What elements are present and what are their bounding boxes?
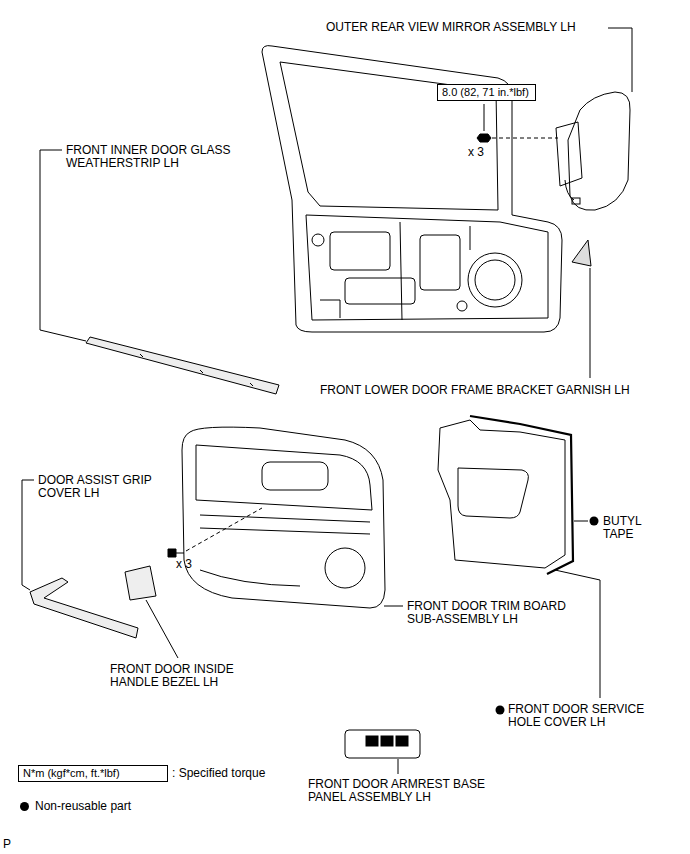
- speaker-hole: [468, 253, 522, 307]
- front-door-panel: [262, 46, 562, 332]
- trim-handle-opening: [262, 462, 328, 490]
- speaker-hole: [475, 260, 515, 300]
- leader-line: [608, 28, 632, 92]
- armrest-panel: [345, 730, 420, 758]
- part-name: FRONT LOWER DOOR FRAME BRACKET GARNISH L…: [320, 384, 630, 397]
- torque-box: 8.0 (82, 71 in.*lbf): [437, 84, 536, 101]
- weatherstrip-clip: [140, 354, 253, 386]
- leader-line: [590, 268, 591, 378]
- trim-pocket: [200, 570, 300, 586]
- part-name: OUTER REAR VIEW MIRROR ASSEMBLY LH: [326, 21, 576, 34]
- quantity: x 3: [468, 146, 484, 159]
- bezel-part: [125, 566, 156, 600]
- leader-lines: [22, 28, 632, 774]
- part-name: DOOR ASSIST GRIP COVER LH: [38, 474, 173, 500]
- armrest-switch: [381, 736, 393, 746]
- leader-line: [574, 521, 588, 522]
- leader-line: [398, 759, 399, 774]
- non-reusable-mark: [496, 706, 505, 715]
- trim-board: [168, 427, 385, 608]
- trim-outline: [182, 427, 385, 608]
- outer-mirror: [477, 92, 630, 210]
- mirror-nut: [477, 134, 491, 142]
- non-reusable-mark: [20, 802, 29, 811]
- grip-cover-part: [30, 578, 138, 638]
- non-reusable-mark: [590, 517, 599, 526]
- door-outline: [262, 46, 562, 332]
- trim-inner: [196, 445, 372, 510]
- leader-line: [22, 480, 34, 590]
- install-line: [186, 508, 262, 551]
- panel-hole: [312, 234, 324, 246]
- armrest-switch: [366, 736, 378, 746]
- trim-armrest: [200, 515, 370, 534]
- quantity: x 3: [176, 558, 192, 571]
- legend-entry: Non-reusable part: [20, 799, 131, 813]
- cover-outline: [438, 420, 565, 568]
- door-rib: [320, 222, 470, 320]
- leader-line: [555, 570, 600, 698]
- trim-screw: [168, 549, 184, 557]
- door-inner-frame: [306, 215, 548, 320]
- legend-text: Non-reusable part: [35, 799, 131, 813]
- armrest-switch: [396, 736, 408, 746]
- panel-hole: [330, 232, 390, 270]
- panel-hole: [457, 301, 467, 311]
- mirror-wire: [565, 180, 574, 200]
- legend-caption: : Specified torque: [172, 767, 265, 780]
- garnish-part: [572, 240, 591, 266]
- install-line: [492, 138, 558, 139]
- torque-value: 8.0 (82, 71 in.*lbf): [442, 86, 529, 98]
- leader-line: [146, 600, 178, 658]
- leader-line: [384, 606, 403, 607]
- panel-hole: [345, 278, 415, 304]
- part-name: FRONT INNER DOOR GLASS WEATHERSTRIP LH: [66, 144, 266, 170]
- weatherstrip: [86, 337, 279, 394]
- part-name: BUTYL TAPE: [603, 515, 653, 541]
- service-hole-cover: [438, 416, 573, 574]
- part-name: FRONT DOOR SERVICE HOLE COVER LH: [508, 703, 668, 729]
- weatherstrip-body: [86, 337, 279, 394]
- armrest-body: [345, 730, 420, 758]
- part-name: FRONT DOOR INSIDE HANDLE BEZEL LH: [110, 663, 260, 689]
- part-name: FRONT DOOR TRIM BOARD SUB-ASSEMBLY LH: [407, 600, 582, 626]
- torque-legend-box: N*m (kgf*cm, ft.*lbf): [18, 765, 168, 782]
- figure-code: P: [3, 838, 11, 851]
- cover-cutout: [458, 468, 528, 518]
- trim-speaker: [325, 548, 365, 588]
- panel-hole: [420, 235, 460, 290]
- leader-line: [40, 150, 86, 341]
- mirror-connector: [572, 198, 580, 204]
- part-name: FRONT DOOR ARMREST BASE PANEL ASSEMBLY L…: [308, 778, 488, 804]
- mirror-head: [568, 92, 630, 210]
- butyl-tape: [470, 416, 573, 574]
- leader-line: [484, 104, 485, 131]
- torque-value: N*m (kgf*cm, ft.*lbf): [23, 767, 120, 779]
